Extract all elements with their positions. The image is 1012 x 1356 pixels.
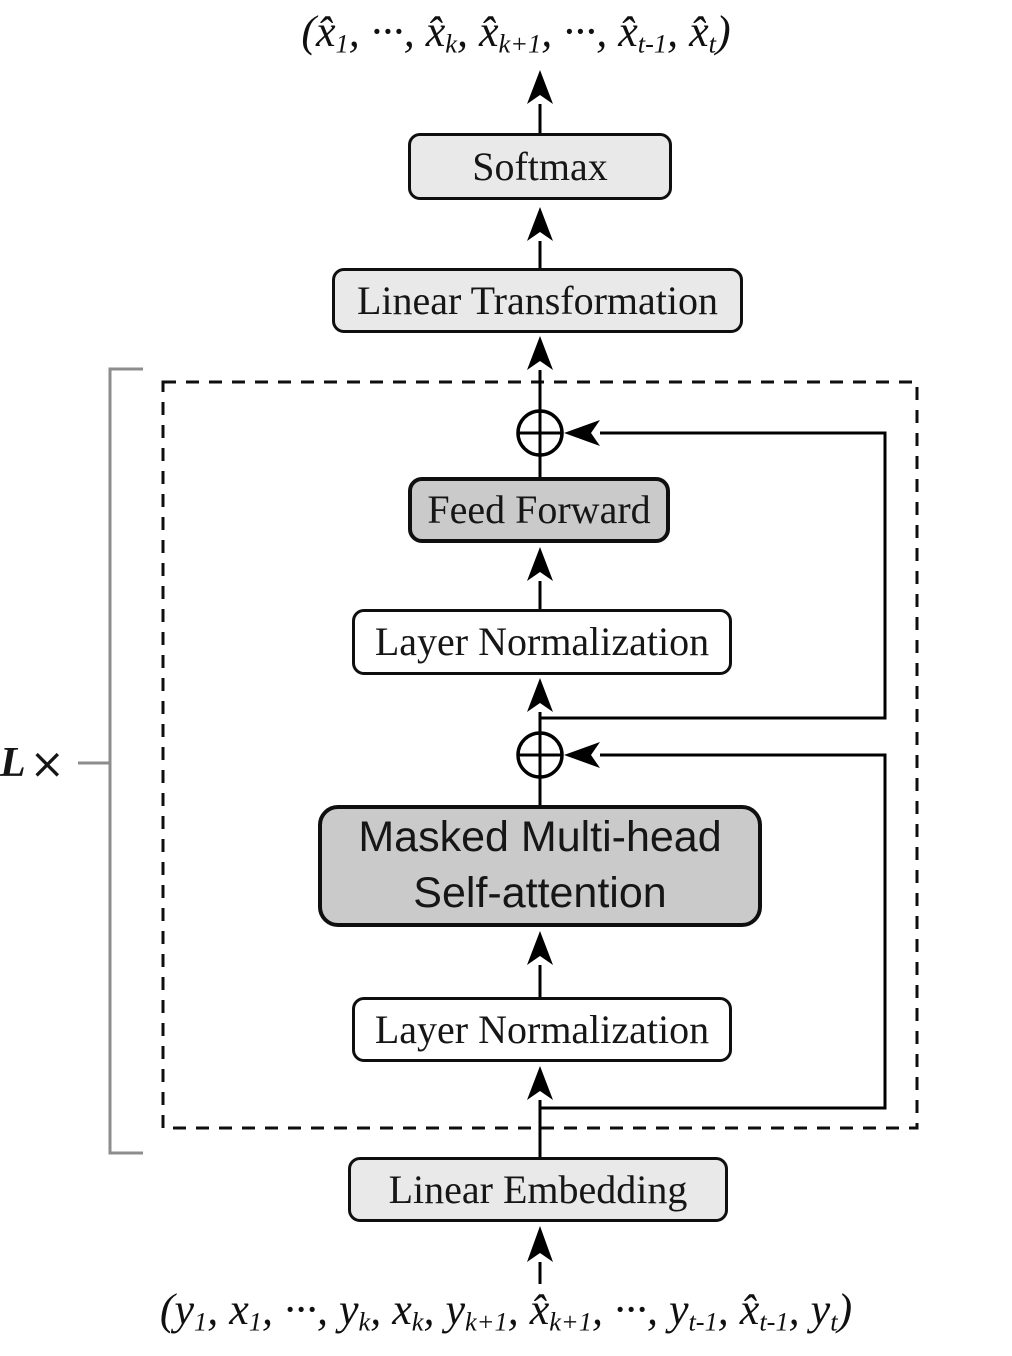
output-sequence-formula: (x̂1, ···, x̂k, x̂k+1, ···, x̂t-1, x̂t) [301,7,731,59]
node-layer-normalization-lower-label: Layer Normalization [374,1006,710,1052]
arrow-into-linear-embedding [527,1226,553,1262]
node-linear-transformation: Linear Transformation [332,268,743,333]
node-feed-forward-label: Feed Forward [427,487,651,532]
arrow-into-lower-layernorm [527,1066,553,1100]
arrow-residual-1-into-add1 [564,420,600,446]
arrow-residual-2-into-add2 [564,742,600,768]
node-linear-embedding-label: Linear Embedding [388,1166,688,1212]
node-linear-transformation-label: Linear Transformation [356,277,719,323]
residual-connection-1 [540,431,887,720]
arrow-into-masked-attention [527,931,553,965]
arrow-into-feed-forward [527,547,553,581]
residual-add-2-icon [516,731,564,779]
node-layer-normalization-upper: Layer Normalization [352,609,732,675]
loop-count-label: L × [0,735,72,791]
arrow-into-linear-transformation [527,336,553,370]
node-softmax: Softmax [408,133,672,200]
loop-bracket [108,367,143,1155]
loop-variable: L [0,740,26,786]
node-masked-multihead-self-attention: Masked Multi-head Self-attention [318,805,762,927]
residual-connection-2 [540,753,887,1110]
node-layer-normalization-upper-label: Layer Normalization [374,619,710,664]
arrow-into-softmax [527,207,553,241]
multiply-symbol: × [29,738,65,788]
node-feed-forward: Feed Forward [408,477,670,543]
input-sequence-formula: (y1, x1, ···, yk, xk, yk+1, x̂k+1, ···, … [159,1285,853,1337]
arrow-into-output-formula [527,70,553,104]
node-layer-normalization-lower: Layer Normalization [352,997,732,1062]
arrow-into-upper-layernorm [527,678,553,712]
node-masked-attention-label-line2: Self-attention [413,869,667,917]
node-softmax-label: Softmax [472,143,608,189]
node-masked-attention-label-line1: Masked Multi-head [358,813,722,862]
node-linear-embedding: Linear Embedding [348,1157,728,1222]
residual-add-1-icon [516,409,564,457]
